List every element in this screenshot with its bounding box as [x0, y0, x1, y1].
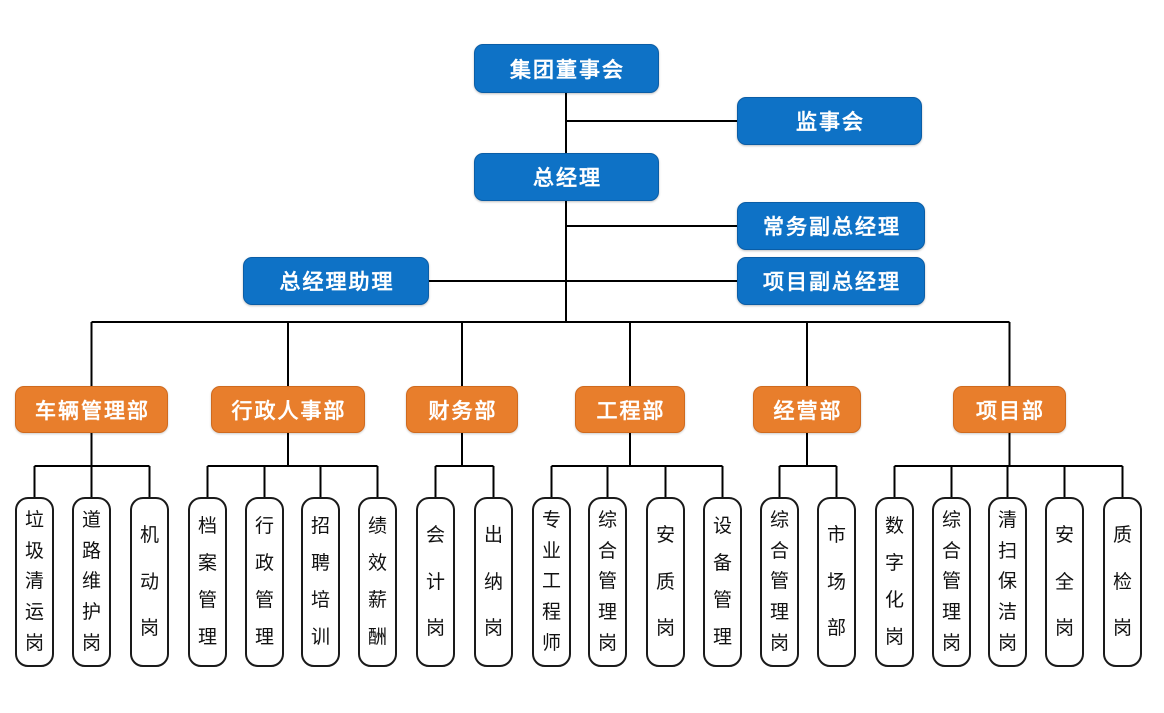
position-road-maintenance: 道路维护岗 — [72, 497, 111, 667]
position-archives-mgmt: 档案管理 — [188, 497, 227, 667]
position-equipment-mgmt: 设备管理 — [703, 497, 742, 667]
node-gm-assistant: 总经理助理 — [243, 257, 429, 305]
dept-operations: 经营部 — [753, 386, 861, 433]
position-recruit-training: 招聘培训 — [301, 497, 340, 667]
dept-engineering: 工程部 — [575, 386, 685, 433]
node-supervisory-board: 监事会 — [737, 97, 922, 145]
node-group-board: 集团董事会 — [474, 44, 659, 93]
position-mobile-post: 机动岗 — [130, 497, 169, 667]
node-executive-deputy-gm: 常务副总经理 — [737, 202, 925, 250]
position-accounting: 会计岗 — [416, 497, 455, 667]
node-project-deputy-gm: 项目副总经理 — [737, 257, 925, 305]
position-market-dept: 市场部 — [817, 497, 856, 667]
dept-hr-admin: 行政人事部 — [211, 386, 365, 433]
dept-project: 项目部 — [953, 386, 1066, 433]
position-safety-quality: 安质岗 — [646, 497, 685, 667]
position-admin-mgmt: 行政管理 — [245, 497, 284, 667]
node-general-manager: 总经理 — [474, 153, 659, 201]
position-general-mgmt-eng: 综合管理岗 — [588, 497, 627, 667]
position-digitalization: 数字化岗 — [875, 497, 914, 667]
position-general-mgmt-ops: 综合管理岗 — [760, 497, 799, 667]
position-quality-inspection: 质检岗 — [1103, 497, 1142, 667]
position-performance-pay: 绩效薪酬 — [358, 497, 397, 667]
position-cashier: 出纳岗 — [474, 497, 513, 667]
position-cleaning: 清扫保洁岗 — [988, 497, 1027, 667]
dept-finance: 财务部 — [406, 386, 518, 433]
position-general-mgmt-proj: 综合管理岗 — [932, 497, 971, 667]
dept-vehicle-management: 车辆管理部 — [15, 386, 168, 433]
position-professional-engineer: 专业工程师 — [532, 497, 571, 667]
position-safety: 安全岗 — [1045, 497, 1084, 667]
position-waste-removal: 垃圾清运岗 — [15, 497, 54, 667]
